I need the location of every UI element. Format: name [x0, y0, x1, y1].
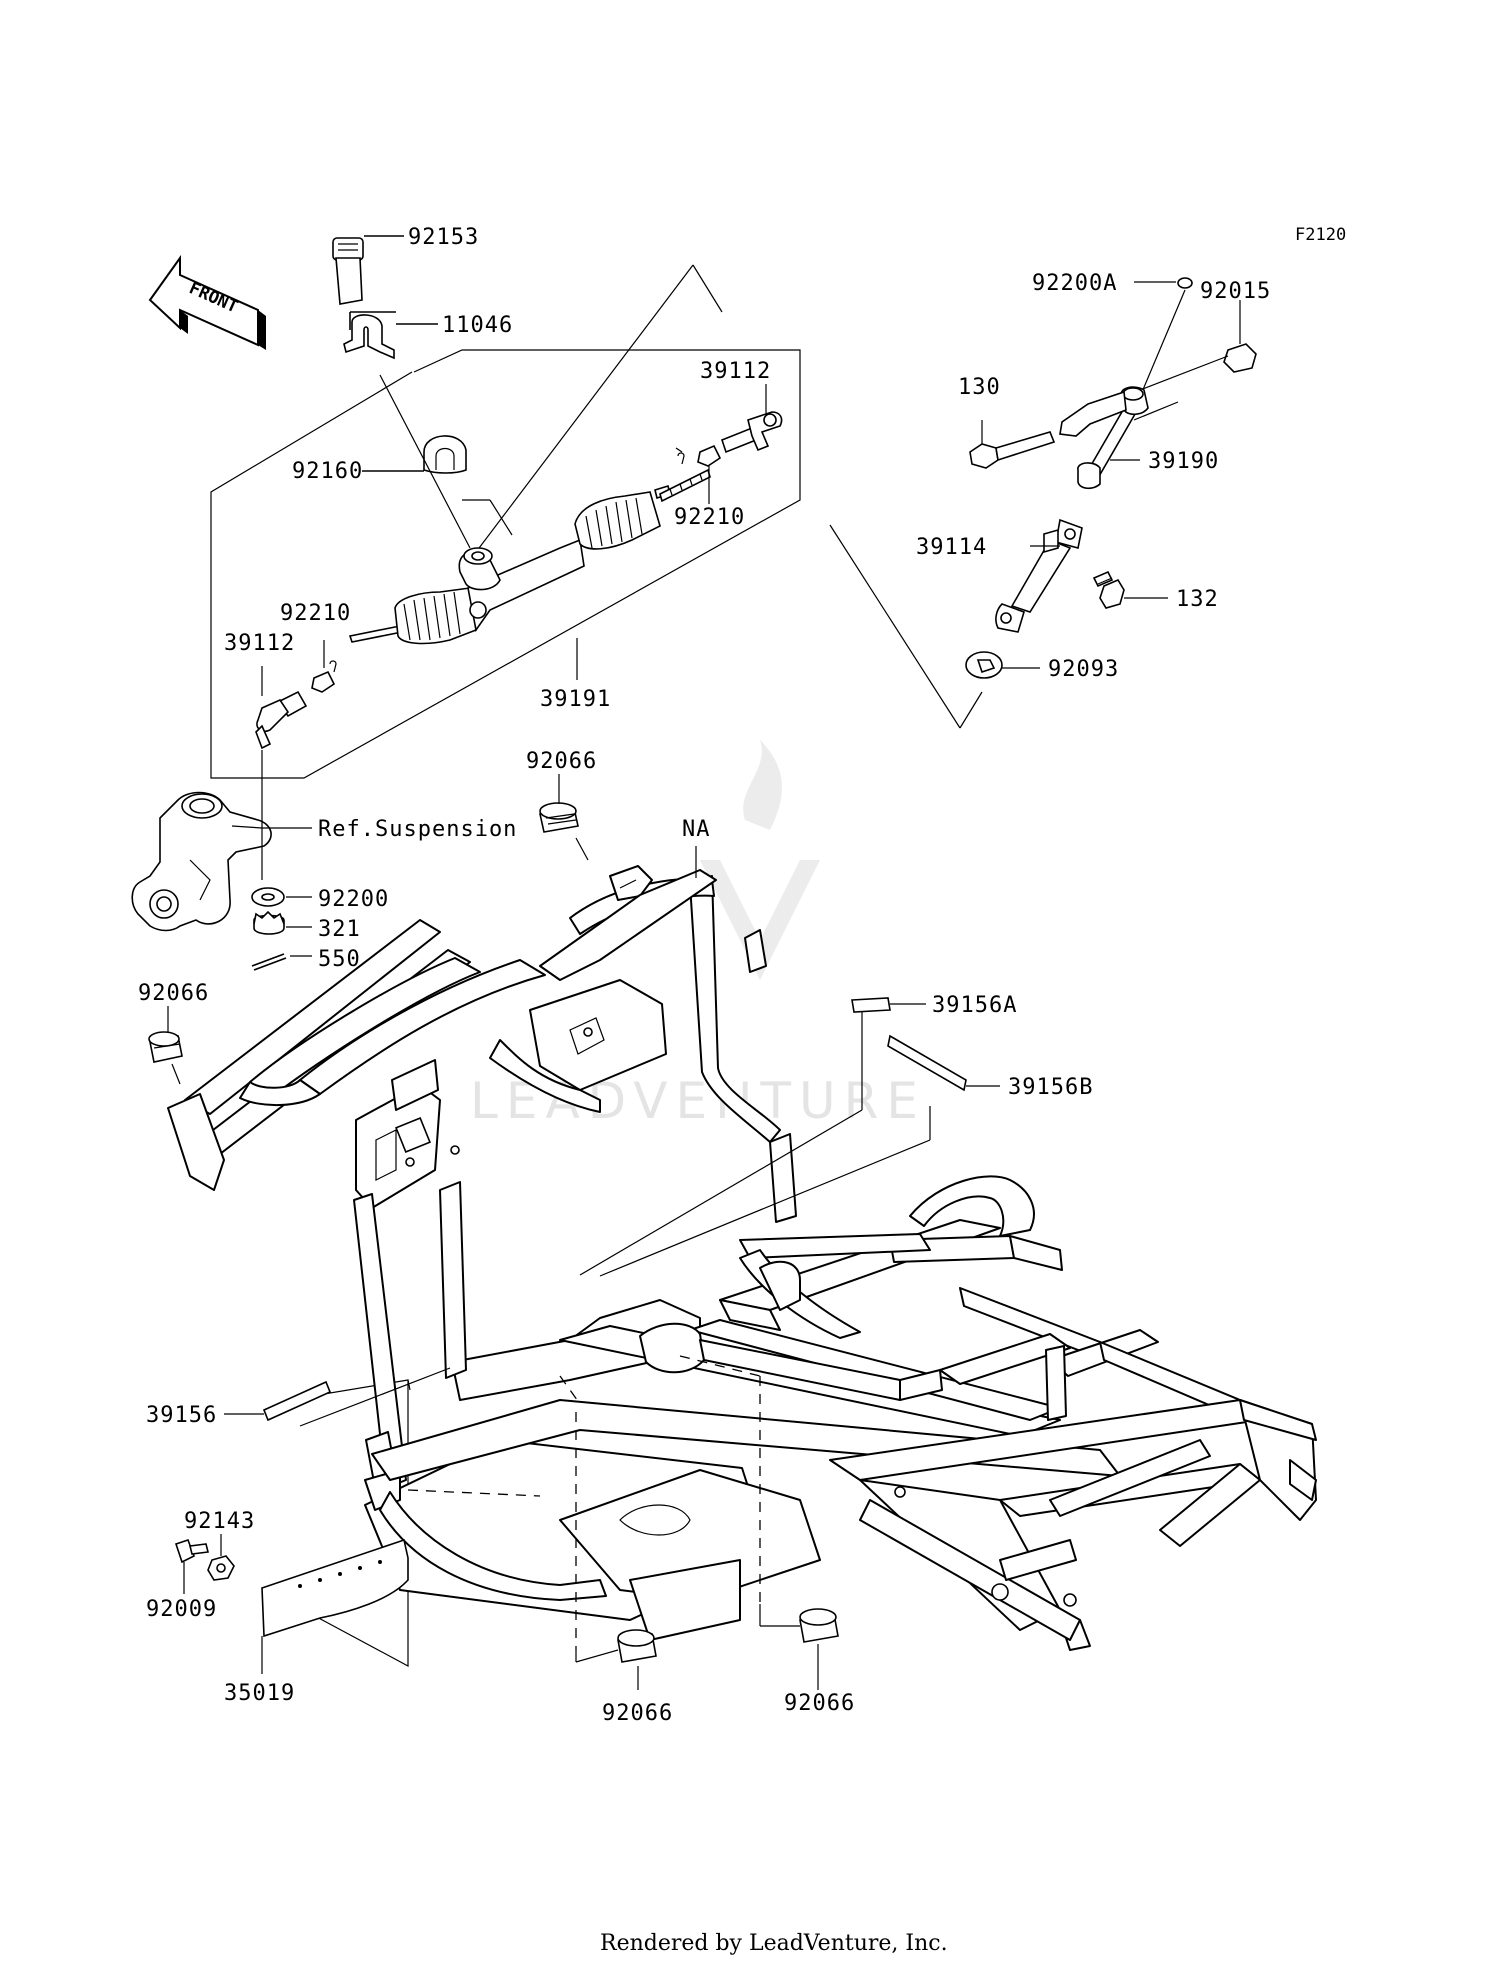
callout-39156: 39156 [146, 1403, 217, 1428]
callout-130: 130 [958, 375, 1001, 400]
joint-shaft-39114 [995, 518, 1083, 633]
callout-39112-left: 39112 [224, 631, 295, 656]
plug-92066-left [148, 1031, 183, 1063]
washer-92200 [251, 887, 285, 907]
knuckle-reference [131, 791, 272, 932]
plug-92066-bottom-left [617, 1629, 657, 1663]
nut-92143 [207, 1555, 235, 1581]
plug-92066-bottom-right [799, 1608, 839, 1643]
footer-credit: Rendered by LeadVenture, Inc. [600, 1931, 948, 1956]
callout-39190: 39190 [1148, 449, 1219, 474]
steering-column-39190 [1059, 386, 1149, 490]
seal-92093 [965, 651, 1003, 679]
front-arrow-icon: FRONT [148, 254, 266, 350]
bolt-92009 [174, 1538, 209, 1564]
nut-92015 [1223, 343, 1257, 373]
tie-rod-end-39112-right [721, 411, 783, 454]
callout-92093: 92093 [1048, 657, 1119, 682]
callout-132: 132 [1176, 587, 1219, 612]
ref-suspension-label: Ref.Suspension [318, 817, 517, 842]
callout-92200: 92200 [318, 887, 389, 912]
pad-39156b [887, 1034, 967, 1092]
pad-39156a [851, 997, 891, 1013]
cushion-92160 [423, 435, 467, 474]
tie-rod-end-39112-left [255, 690, 308, 750]
callout-39191: 39191 [540, 687, 611, 712]
callout-39114: 39114 [916, 535, 987, 560]
panel-35019 [261, 1538, 409, 1638]
callout-92210-left: 92210 [280, 601, 351, 626]
main-frame [167, 865, 1317, 1668]
callout-92210-right: 92210 [674, 505, 745, 530]
callout-39156b: 39156B [1008, 1075, 1093, 1100]
nut-92210-right [675, 444, 722, 467]
steering-rack-group [210, 235, 801, 779]
callout-39156a: 39156A [932, 993, 1017, 1018]
callout-92066-bottom-left: 92066 [602, 1701, 673, 1726]
callout-92153: 92153 [408, 225, 479, 250]
callout-11046: 11046 [442, 313, 513, 338]
bolt-132 [1092, 570, 1125, 609]
plug-92066-top [539, 802, 579, 833]
callout-92200a: 92200A [1032, 271, 1117, 296]
bolt-130 [969, 431, 1056, 469]
bolt-92153 [332, 237, 364, 305]
steering-shaft-group [829, 277, 1257, 729]
pad-39156 [262, 1380, 332, 1422]
cotter-pin-550 [251, 953, 287, 971]
callout-92066-left: 92066 [138, 981, 209, 1006]
steering-rack-39191 [348, 468, 711, 645]
callout-321: 321 [318, 917, 361, 942]
callout-92066-bottom-right: 92066 [784, 1691, 855, 1716]
callout-39112-right: 39112 [700, 359, 771, 384]
callout-92066-top: 92066 [526, 749, 597, 774]
callout-35019: 35019 [224, 1681, 295, 1706]
callout-92143: 92143 [184, 1509, 255, 1534]
callout-na: NA [682, 817, 711, 842]
callout-92160: 92160 [292, 459, 363, 484]
callout-550: 550 [318, 947, 361, 972]
callout-92015: 92015 [1200, 279, 1271, 304]
figure-code: F2120 [1295, 225, 1346, 245]
castle-nut-321 [253, 910, 285, 935]
clamp-11046 [343, 314, 395, 360]
washer-92200a [1177, 277, 1193, 289]
dashed-guides [407, 1355, 761, 1650]
nut-92210-left [311, 660, 337, 693]
callout-92009: 92009 [146, 1597, 217, 1622]
callouts: 92153 11046 92160 39112 92210 92210 3911… [138, 225, 1271, 1726]
